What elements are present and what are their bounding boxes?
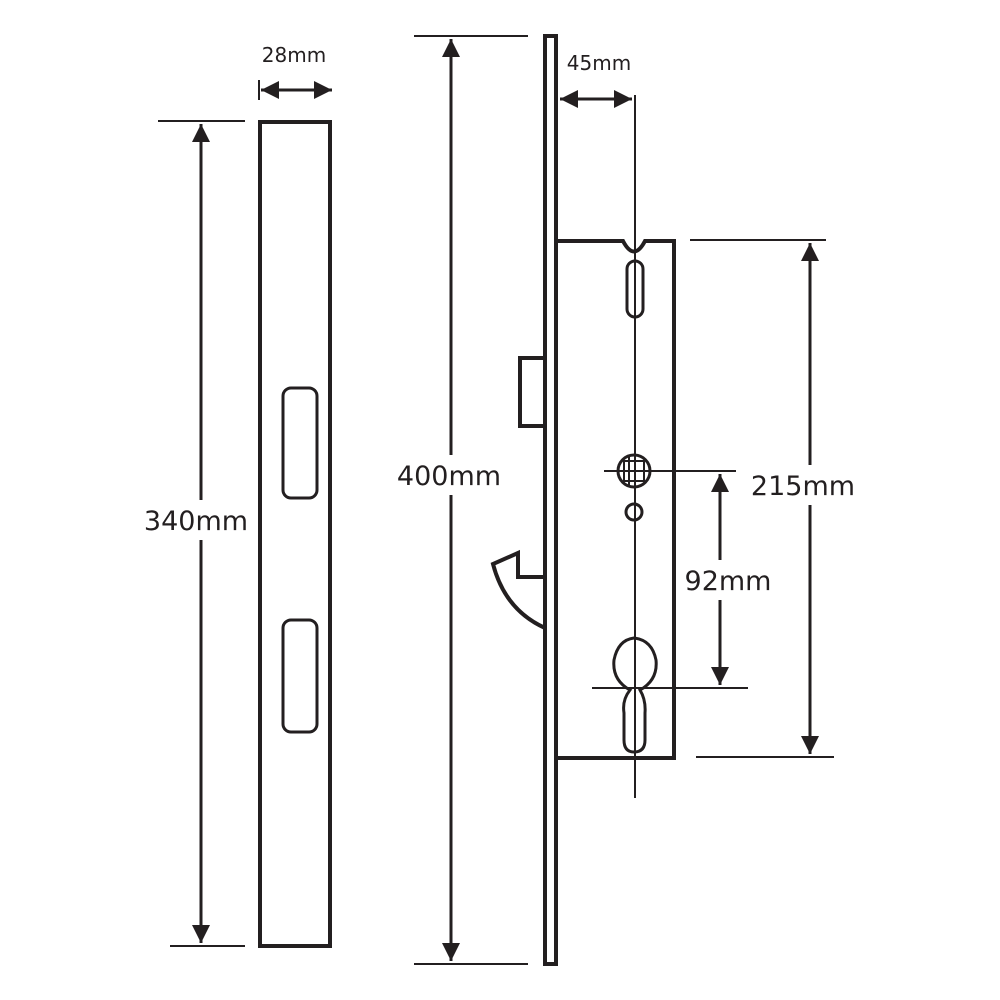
screw-hole bbox=[624, 502, 644, 522]
deadbolt bbox=[518, 356, 545, 428]
faceplate-height-label: 400mm bbox=[397, 461, 501, 492]
keep-plate bbox=[258, 120, 332, 948]
lock-case bbox=[558, 239, 676, 760]
spindle-slot bbox=[625, 259, 645, 319]
hook-latch bbox=[490, 549, 546, 630]
euro-cylinder-cutout bbox=[612, 636, 658, 754]
keep-width-dimension bbox=[258, 80, 332, 100]
backset-label: 45mm bbox=[567, 51, 631, 75]
keep-slot-lower bbox=[281, 618, 319, 734]
centres-label: 92mm bbox=[685, 566, 772, 597]
case-height-label: 215mm bbox=[751, 471, 855, 502]
keep-slot-upper bbox=[281, 386, 319, 500]
keep-height-label: 340mm bbox=[144, 506, 248, 537]
faceplate bbox=[543, 34, 558, 966]
faceplate-height-dimension bbox=[414, 35, 528, 965]
keep-width-label: 28mm bbox=[262, 43, 326, 67]
